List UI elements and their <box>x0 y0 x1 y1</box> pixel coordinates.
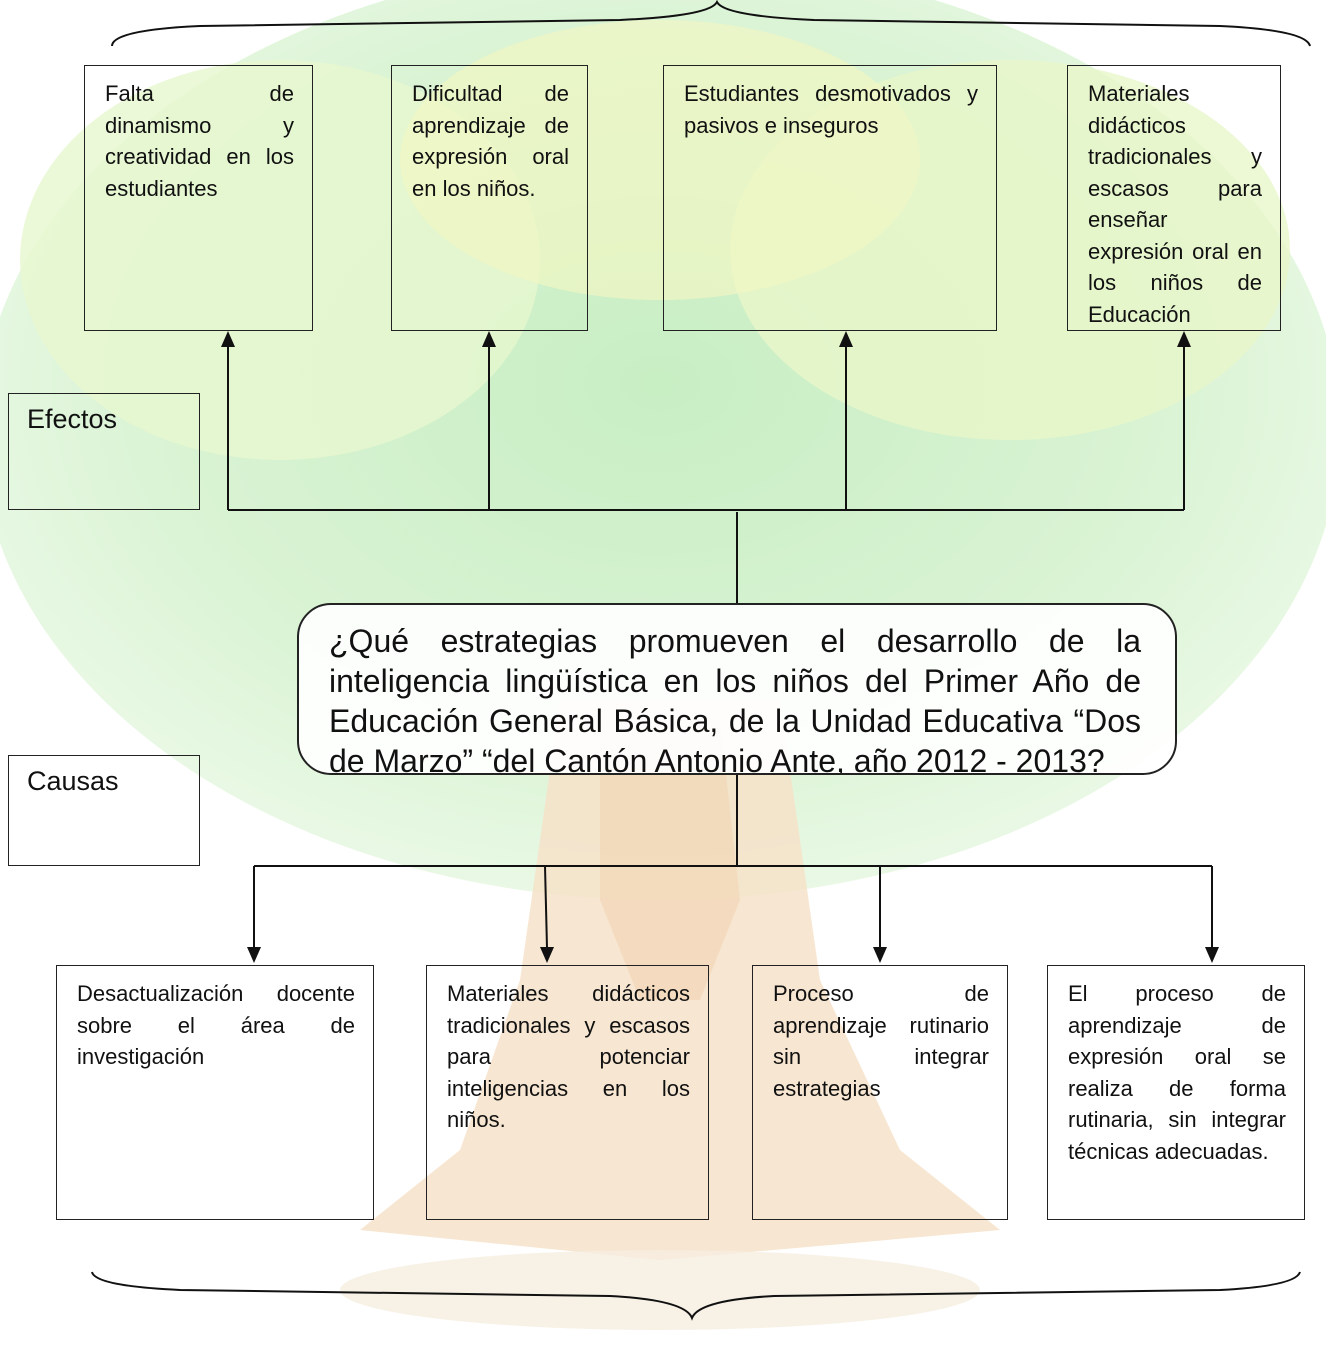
bottom-brace <box>91 1271 1301 1321</box>
top-brace <box>111 0 1311 47</box>
arrow-down-1 <box>247 947 261 963</box>
arrow-down-2 <box>540 947 554 963</box>
effect-box-3: Estudiantes desmotivados y pasivos e ins… <box>663 65 997 331</box>
arrow-down-3 <box>873 947 887 963</box>
arrow-up-1 <box>221 331 235 347</box>
cause-box-3: Proceso de aprendizaje rutinario sin int… <box>752 965 1008 1220</box>
causes-label: Causas <box>8 755 200 866</box>
arrow-up-3 <box>839 331 853 347</box>
problem-text: ¿Qué estrategias promueven el desarrollo… <box>329 623 1141 775</box>
cause-box-4: El proceso de aprendizaje de expresión o… <box>1047 965 1305 1220</box>
effect-box-2: Dificultad de aprendizaje de expresión o… <box>391 65 588 331</box>
problem-statement: ¿Qué estrategias promueven el desarrollo… <box>297 603 1177 775</box>
effects-label: Efectos <box>8 393 200 510</box>
arrow-up-2 <box>482 331 496 347</box>
cause-box-2: Materiales didácticos tradicionales y es… <box>426 965 709 1220</box>
arrow-down-4 <box>1205 947 1219 963</box>
effect-box-4: Materiales didácticos tradicionales y es… <box>1067 65 1281 331</box>
cause-box-1: Desactualización docente sobre el área d… <box>56 965 374 1220</box>
arrow-up-4 <box>1177 331 1191 347</box>
effect-box-1: Falta de dinamismo y creatividad en los … <box>84 65 313 331</box>
